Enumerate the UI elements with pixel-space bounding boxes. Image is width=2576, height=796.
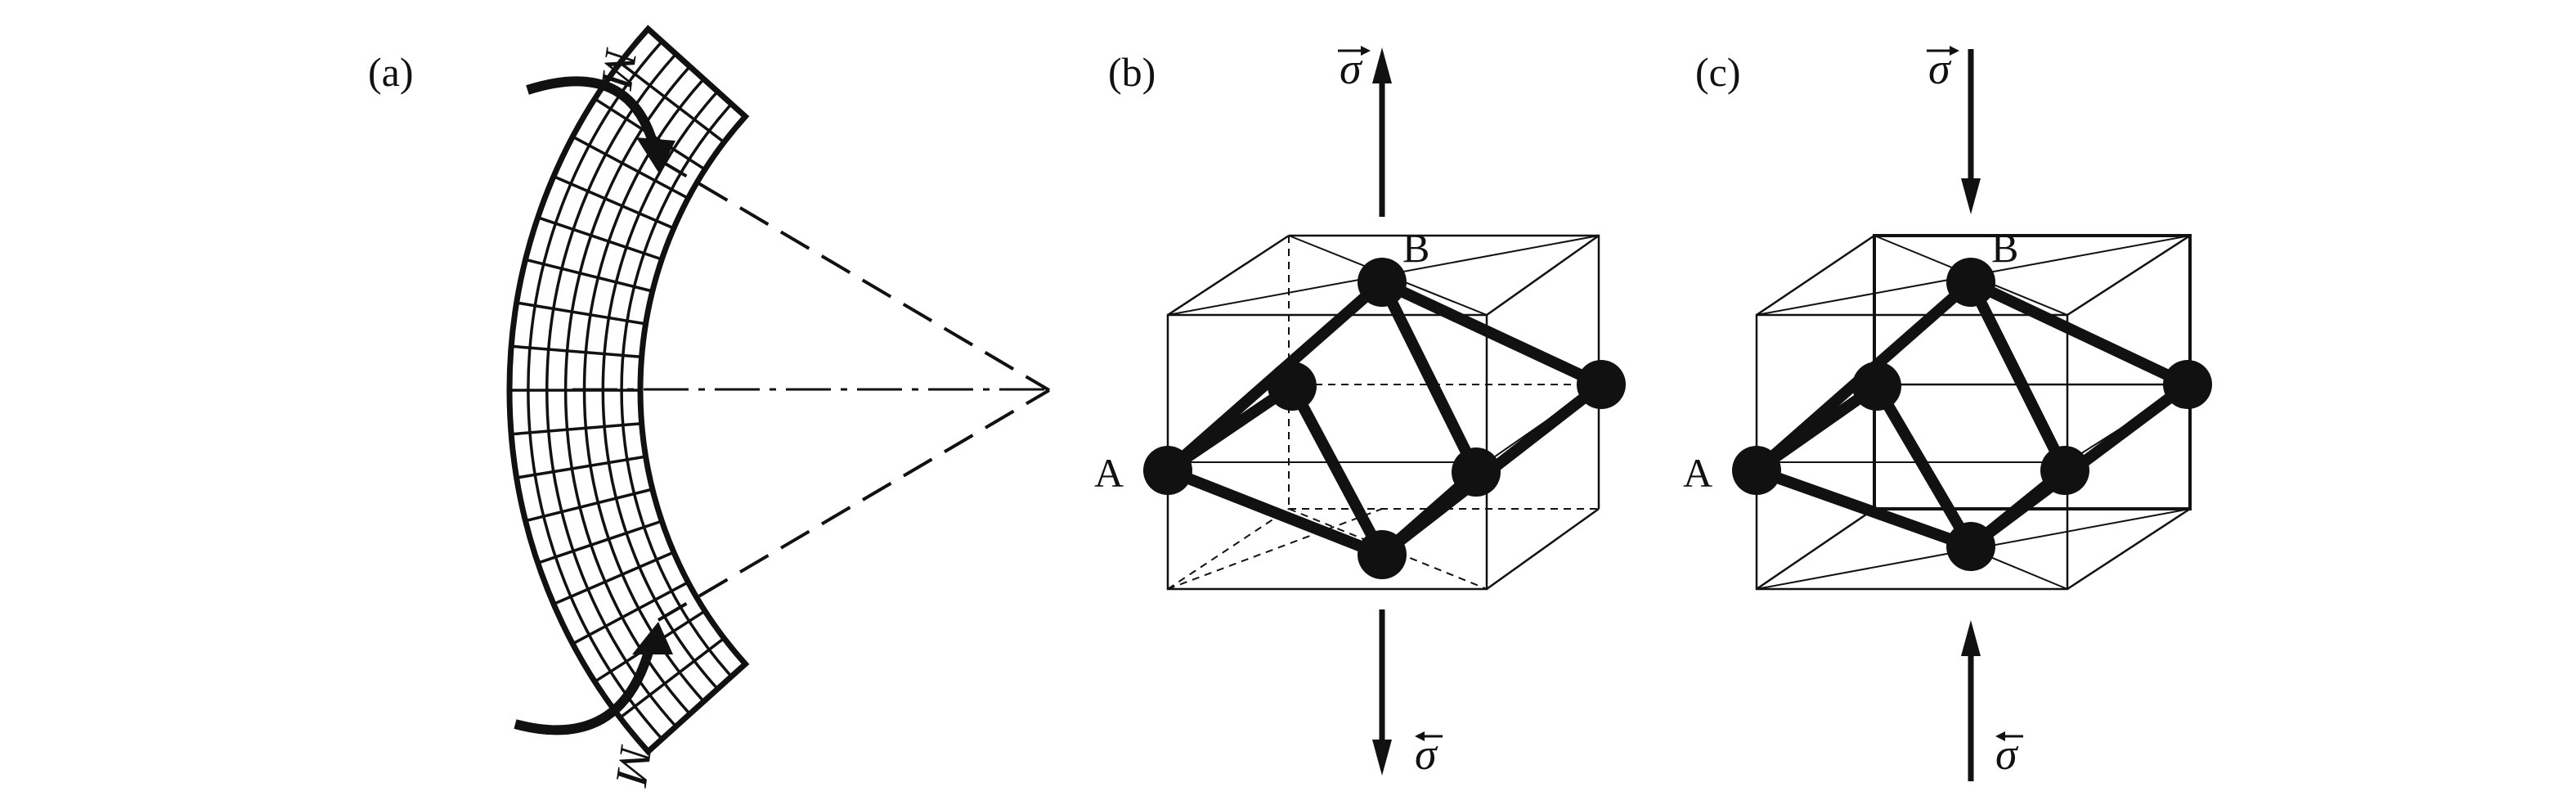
octahedron-bonds-b bbox=[1162, 277, 1607, 560]
octahedron-bonds-c bbox=[1751, 277, 2193, 552]
beam-transverse-line bbox=[619, 61, 725, 144]
panel-c: (c) σ σ bbox=[1683, 44, 2212, 781]
beam-transverse-line bbox=[525, 488, 653, 523]
stress-arrowhead-top-c bbox=[1961, 178, 1981, 214]
beam-transverse-line bbox=[619, 636, 725, 719]
beam-transverse-line bbox=[553, 174, 675, 230]
atoms-b bbox=[1143, 258, 1626, 579]
moment-arrow-bottom bbox=[514, 622, 673, 735]
beam-transverse-line bbox=[511, 421, 642, 436]
panel-b-label: (b) bbox=[1108, 49, 1156, 95]
beam-transverse-line bbox=[525, 258, 653, 293]
sigma-label-bottom-c: σ bbox=[1995, 730, 2023, 779]
panel-c-label: (c) bbox=[1695, 49, 1741, 95]
stress-arrowhead-bottom-b bbox=[1372, 740, 1392, 776]
sigma-label-bottom-b: σ bbox=[1415, 730, 1443, 779]
point-b-label-b: B bbox=[1402, 225, 1429, 271]
svg-text:σ: σ bbox=[1928, 44, 1952, 93]
beam-transverse-line bbox=[572, 581, 689, 645]
atom-left-back-c bbox=[1852, 362, 1901, 411]
beam-transverse-line bbox=[537, 519, 662, 564]
beam-transverse-line bbox=[511, 344, 642, 359]
moment-arrow-top bbox=[526, 76, 675, 173]
point-a-label-c: A bbox=[1683, 450, 1712, 496]
beam-transverse-line bbox=[516, 301, 646, 326]
atom-a-b bbox=[1143, 446, 1192, 495]
atom-right-front-b bbox=[1452, 447, 1501, 497]
panel-b: (b) σ σ bbox=[1094, 44, 1626, 779]
atom-right-b bbox=[1577, 360, 1626, 409]
stress-arrowhead-bottom-c bbox=[1961, 620, 1981, 656]
point-b-label-c: B bbox=[1991, 225, 2018, 271]
beam-transverse-lines bbox=[509, 61, 725, 719]
stress-arrowhead-top-b bbox=[1372, 47, 1392, 83]
beam-transverse-line bbox=[572, 135, 689, 200]
panel-a: (a) M M bbox=[368, 25, 1051, 790]
atoms-c bbox=[1732, 258, 2212, 571]
atom-right-front-c bbox=[2040, 446, 2089, 495]
beam-transverse-line bbox=[553, 551, 675, 606]
atom-b-b bbox=[1358, 258, 1407, 307]
moment-label-bottom: M bbox=[605, 742, 661, 790]
panel-a-label: (a) bbox=[368, 49, 414, 95]
sigma-label-top-b: σ bbox=[1338, 44, 1371, 93]
point-a-label-b: A bbox=[1094, 450, 1124, 496]
radius-line-bottom bbox=[657, 389, 1051, 622]
sigma-label-top-c: σ bbox=[1927, 44, 1959, 93]
radius-line-top bbox=[657, 158, 1051, 392]
atom-left-back-b bbox=[1268, 362, 1317, 411]
svg-text:σ: σ bbox=[1340, 44, 1363, 93]
beam-transverse-line bbox=[537, 216, 662, 261]
atom-right-c bbox=[2163, 360, 2212, 409]
atom-bottom-c bbox=[1946, 522, 1995, 571]
beam-transverse-line bbox=[516, 455, 646, 479]
atom-a-c bbox=[1732, 446, 1781, 495]
atom-bottom-b bbox=[1358, 530, 1407, 579]
atom-b-c bbox=[1946, 258, 1995, 307]
